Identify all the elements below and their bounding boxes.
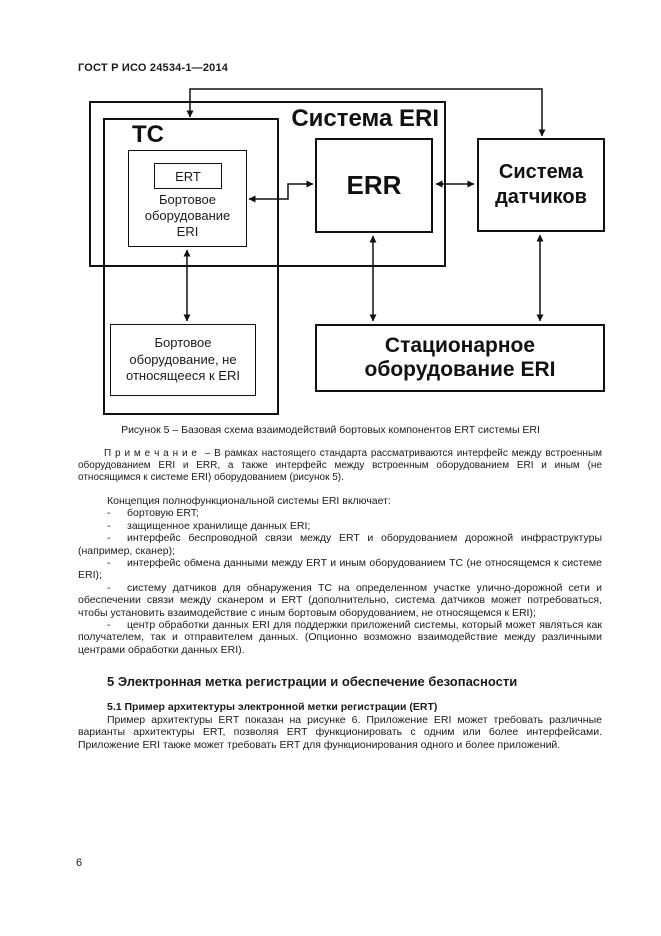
list-item: -бортовую ERT;: [107, 507, 199, 520]
onboard-non-eri-equipment-label: Бортовое оборудование, не относящееся к …: [126, 335, 240, 384]
figure-caption: Рисунок 5 – Базовая схема взаимодействий…: [121, 424, 540, 436]
err-box: ERR: [315, 138, 433, 233]
note-label: П р и м е ч а н и е: [104, 448, 197, 459]
list-dash: -: [107, 507, 111, 520]
note-text: – В рамках настоящего стандарта рассматр…: [78, 448, 603, 484]
onboard-eri-equipment-label: Бортовое оборудование ERI: [144, 192, 231, 239]
document-code-header: ГОСТ Р ИСО 24534-1—2014: [78, 62, 229, 74]
stationary-eri-equipment-label: Стационарное оборудование ERI: [364, 334, 556, 381]
list-dash: -: [107, 532, 111, 545]
list-item: -защищенное хранилище данных ERI;: [107, 519, 311, 532]
list-item: -интерфейс обмена данными между ERT и ин…: [78, 557, 602, 582]
sensor-system-box: Система датчиков: [477, 138, 605, 232]
sensor-system-label: Система датчиков: [495, 161, 587, 208]
section-5-1-paragraph: Пример архитектуры ERT показан на рисунк…: [78, 713, 602, 751]
onboard-eri-equipment-box: ERT Бортовое оборудование ERI: [128, 150, 247, 247]
list-dash: -: [107, 619, 111, 632]
note-paragraph: П р и м е ч а н и е – В рамках настоящег…: [78, 448, 602, 485]
eri-system-label: Система ERI: [291, 105, 439, 132]
list-item: -интерфейс беспроводной связи между ERT …: [78, 532, 602, 557]
section-5-1-heading: 5.1 Пример архитектуры электронной метки…: [107, 701, 438, 714]
stationary-eri-equipment-box: Стационарное оборудование ERI: [315, 324, 605, 392]
list-dash: -: [107, 581, 111, 594]
list-item: -центр обработки данных ERI для поддержк…: [78, 619, 602, 656]
concept-intro-line: Концепция полнофункциональной системы ER…: [107, 495, 391, 507]
ert-box: ERT: [154, 163, 222, 189]
body-text: Концепция полнофункциональной системы ER…: [78, 495, 602, 751]
list-dash: -: [107, 519, 111, 532]
vehicle-label: ТС: [132, 121, 164, 148]
page-number: 6: [76, 857, 83, 869]
list-item: -систему датчиков для обнаружения ТС на …: [78, 581, 602, 619]
onboard-non-eri-equipment-box: Бортовое оборудование, не относящееся к …: [110, 324, 256, 396]
section-5-heading: 5 Электронная метка регистрации и обеспе…: [107, 674, 518, 690]
err-label: ERR: [346, 170, 402, 200]
list-dash: -: [107, 557, 111, 570]
ert-label: ERT: [175, 168, 201, 184]
